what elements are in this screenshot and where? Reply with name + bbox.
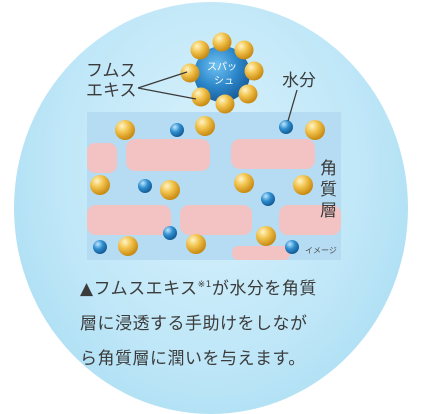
cell [180,205,252,235]
cell [231,139,315,169]
stratum-label-3: 層 [320,201,337,221]
water-beads [93,120,299,254]
gold-bead [186,234,206,254]
splash-core [194,46,250,102]
splash-label-1: スパッ [207,61,237,73]
image-note: イメージ [305,246,337,255]
cells [87,139,341,260]
cell [126,139,210,171]
gold-bead [212,32,232,52]
footnote-mark: ※1 [197,280,212,290]
gold-bead [293,175,313,195]
gold-bead [234,40,254,60]
gold-bead [90,175,110,195]
water-bead [261,192,275,206]
gold-beads [90,116,325,256]
cell [279,205,341,235]
fumusu-label-line2: エキス [86,81,137,101]
caption-line-3: ら角質層に潤いを与えます。 [80,349,306,369]
gold-bead [215,94,235,114]
cell [232,246,290,260]
gold-bead [160,180,180,200]
water-label: 水分 [282,71,316,91]
leader-line [137,71,188,89]
gold-bead [305,120,325,140]
fumusu-label-line1: フムス [86,61,137,81]
caption-line-2: 層に浸透する手助けをしなが [80,314,308,334]
gold-bead [238,84,258,104]
gold-bead [234,173,254,193]
water-bead [170,123,184,137]
water-bead [163,226,177,240]
leader-line [287,89,298,122]
cell [87,143,117,173]
gold-bead [195,116,215,136]
gold-bead [118,236,138,256]
gold-bead [115,120,135,140]
cell [87,205,171,235]
caption: ▲フムスエキス※1が水分を角質 層に浸透する手助けをしなが ら角質層に潤いを与え… [80,268,380,377]
water-bead [138,179,152,193]
splash-cluster: スパッ シュ [180,32,264,114]
stratum-label-2: 質 [320,180,337,200]
leader-line [137,87,197,100]
water-bead [285,240,299,254]
caption-line-1: ▲フムスエキス※1が水分を角質 [80,279,317,299]
gold-bead [256,226,276,246]
water-bead [279,120,293,134]
splash-label-2: シュ [214,76,234,87]
gold-bead [244,61,264,81]
water-bead [93,240,107,254]
stratum-label-1: 角 [320,159,337,179]
gold-bead [191,87,211,107]
leader-lines [137,71,298,122]
gold-bead [190,40,210,60]
gold-bead [180,63,200,83]
